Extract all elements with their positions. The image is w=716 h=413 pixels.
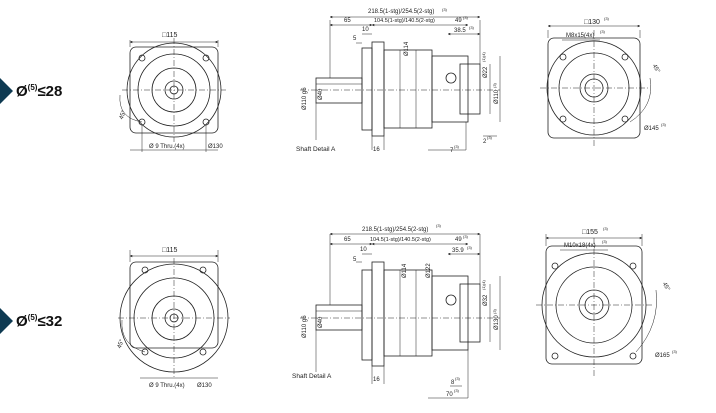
rear-dia-2: Ø165 [655,353,670,359]
side-49-ref-2: (3) [463,234,469,239]
side-total-2: 218.5(1-stg)/254.5(2-stg) [362,227,428,233]
tag-rel-2: ≤32 [37,312,63,330]
front-dia-1: Ø130 [208,144,223,150]
side-65-2: 65 [344,237,351,243]
front-angle-2: 45° [117,338,126,349]
rear-thread-ref-1: (3) [600,29,606,34]
side-35-ref-2: (3) [467,245,473,250]
side-110g6-2: Ø110 g6 [302,315,308,338]
side-65-1: 65 [344,18,351,24]
rear-view-1 [540,24,652,146]
triangle-marker-icon [0,308,13,334]
triangle-marker-icon [0,78,13,104]
side-22-ref-1: (1)(4) [481,52,486,62]
rear-angle-2: 45° [661,281,671,292]
side-32-ref-2: (1)(4) [481,280,486,290]
side-7-ref-1: (3) [454,144,460,149]
rear-angle-1: 45° [651,63,661,74]
side-110r-1: Ø110 [494,89,500,104]
side-110g6-1: Ø110 g6 [302,87,308,110]
rear-square-ref-1: (3) [604,16,610,21]
front-square-2: □115 [162,247,177,254]
side-5-1: 5 [353,36,357,42]
rear-view-2 [536,234,657,378]
rear-thread-ref-2: (3) [602,239,608,244]
tag-symbol-2: Ø [16,312,28,330]
row-tag-2: Ø(5)≤32 [0,308,62,334]
side-total-ref-2: (3) [436,223,442,228]
rear-thread-2: M10x18(4x) [564,243,596,249]
side-2-1: 2 [483,139,487,145]
side-16-1: 16 [373,147,380,153]
side-total-ref-1: (3) [442,7,448,12]
front-view-1 [119,38,226,152]
side-16-2: 16 [373,377,380,383]
front-holes-2: Ø 9 Thru.(4x) [149,383,185,389]
side-114-1: Ø114 [404,41,410,56]
side-122-2: Ø122 [426,263,432,278]
side-8-2: 8 [451,380,455,386]
front-square-1: □115 [162,32,177,39]
side-8-ref-2: (3) [455,376,461,381]
side-22-1: Ø22 [483,66,489,78]
front-holes-1: Ø 9 Thru.(4x) [149,144,185,150]
rear-square-1: □130 [584,19,600,26]
side-2-ref-1: (3) [487,135,493,140]
side-114-2: Ø114 [402,263,408,278]
side-body-2: 104.5(1-stg)/140.5(2-stg) [370,237,431,243]
side-110r-ref-1: (3) [492,82,497,88]
shaft-detail-1: Shaft Detail A [296,146,336,153]
side-38-1: 38.5 [454,28,466,34]
rear-square-ref-2: (3) [603,226,609,231]
side-35-2: 35.9 [452,248,464,254]
front-view-2 [118,250,230,379]
side-32-2: Ø32 [483,294,489,306]
front-dia-2: Ø130 [197,383,212,389]
tag-rel-1: ≤28 [37,82,63,100]
side-40-2: Ø40 [318,316,324,328]
side-body-1: 104.5(1-stg)/140.5(2-stg) [374,18,435,24]
side-70-ref-2: (3) [454,388,460,393]
tag-sup-1: (5) [27,82,38,92]
tag-symbol-1: Ø [16,82,28,100]
side-7-1: 7 [450,148,454,154]
front-angle-1: 45° [119,109,128,120]
side-5-2: 5 [353,257,357,263]
row-1-labels: □115 Ø 9 Thru.(4x) Ø130 45° 218.5(1-stg)… [119,7,667,154]
rear-dia-ref-1: (3) [661,122,667,127]
side-130r-2: Ø130 [494,315,500,330]
rear-dia-1: Ø145 [644,126,659,132]
side-49-ref-1: (3) [463,15,469,20]
side-38-ref-1: (3) [469,25,475,30]
tag-sup-2: (5) [27,312,38,322]
side-total-1: 218.5(1-stg)/254.5(2-stg) [368,9,434,15]
side-view-1 [300,15,501,151]
side-49-2: 49 [455,237,462,243]
shaft-detail-2: Shaft Detail A [292,373,332,380]
side-view-2 [300,232,501,399]
side-130r-ref-2: (3) [492,308,497,314]
row-2 [118,232,657,399]
rear-square-2: □155 [582,229,598,236]
side-70-2: 70 [446,392,453,398]
rear-dia-ref-2: (3) [672,349,678,354]
side-10-1: 10 [362,27,369,33]
side-40-1: Ø40 [318,88,324,100]
row-2-labels: □115 Ø 9 Thru.(4x) Ø130 45° 218.5(1-stg)… [117,223,678,398]
side-10-2: 10 [360,247,367,253]
row-1 [119,15,652,152]
side-49-1: 49 [455,18,462,24]
row-tag-1: Ø(5)≤28 [0,78,62,104]
rear-thread-1: M8x15(4x) [566,33,594,39]
